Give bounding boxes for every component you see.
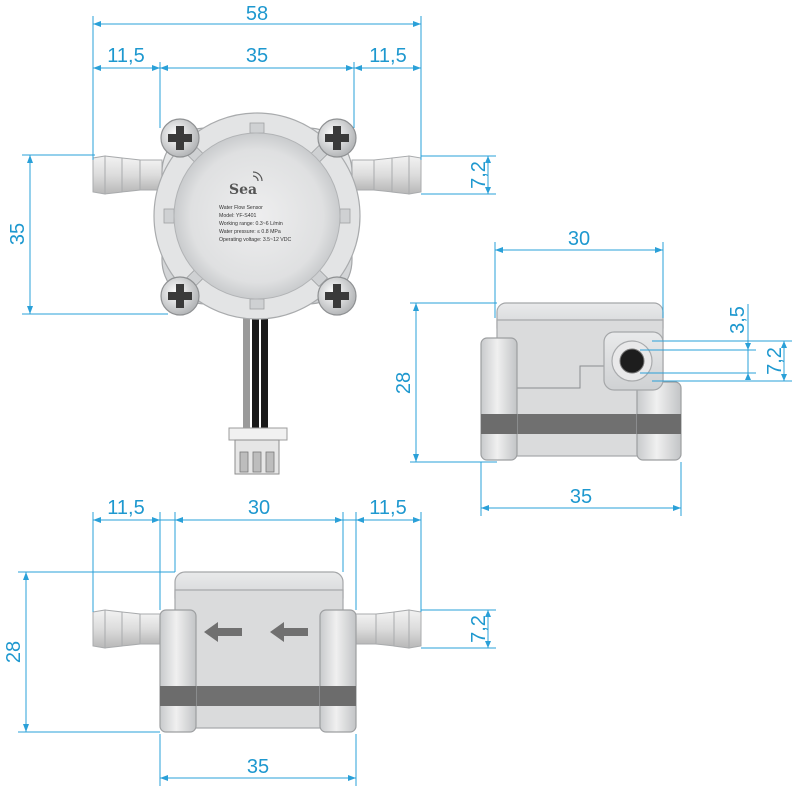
screw-top-right	[317, 118, 357, 158]
label-disc	[173, 132, 341, 300]
front-view: Sea Water Flow Sensor Model: YF-S401 Wor…	[7, 3, 496, 475]
dim-front-port: 7,2	[468, 161, 490, 189]
jst-connector	[228, 427, 288, 475]
left-barb-fitting	[92, 155, 163, 195]
dim-side-inner-hole: 3,5	[727, 306, 749, 334]
dim-right-barb: 11,5	[369, 45, 406, 67]
signal-icon	[252, 171, 263, 182]
label-range: Working range: 0.3~6 L/min	[219, 221, 283, 227]
bottom-band	[175, 686, 343, 706]
side-left-pillar	[480, 337, 518, 461]
sensor-cable	[243, 300, 268, 430]
bottom-view: 11,5 30 11,5 28 7,2 35	[3, 497, 496, 786]
label-title: Water Flow Sensor	[219, 205, 263, 211]
bottom-dimensions: 11,5 30 11,5 28 7,2 35	[3, 497, 496, 786]
sensor-label: Sea Water Flow Sensor Model: YF-S401 Wor…	[219, 171, 291, 243]
right-barb-fitting	[351, 155, 422, 195]
dim-overall-width: 58	[246, 3, 268, 25]
label-pressure: Water pressure: ≤ 0.8 MPa	[219, 229, 281, 235]
side-port-hole	[619, 348, 645, 374]
dim-side-height: 28	[393, 372, 415, 394]
screw-top-left	[160, 118, 200, 158]
brand-logo-text: Sea	[229, 182, 257, 198]
dim-side-port: 7,2	[764, 347, 786, 375]
dim-body-width: 35	[246, 45, 268, 67]
bottom-left-pillar	[159, 609, 197, 733]
dim-left-barb: 11,5	[107, 45, 144, 67]
dim-bottom-port: 7,2	[468, 615, 490, 643]
bottom-body	[174, 589, 344, 729]
flow-arrow-left-icon	[204, 622, 242, 642]
bottom-left-barb	[92, 609, 163, 649]
dim-bottom-body: 30	[248, 497, 270, 519]
dim-side-base-width: 35	[570, 486, 592, 508]
bottom-right-barb	[353, 609, 422, 649]
dim-front-height: 35	[7, 223, 29, 245]
screw-bottom-left	[160, 276, 200, 316]
front-dimensions: 58 11,5 35 11,5 35 7,2	[7, 3, 496, 315]
screw-bottom-right	[317, 276, 357, 316]
dim-bottom-height: 28	[3, 641, 25, 663]
dim-bottom-left-barb: 11,5	[107, 497, 144, 519]
side-band	[497, 414, 663, 434]
dim-bottom-base: 35	[247, 756, 269, 778]
side-dimensions: 30 35 28 3,5 7,2	[393, 228, 792, 516]
side-view: 30 35 28 3,5 7,2	[393, 228, 792, 516]
dim-side-top-width: 30	[568, 228, 590, 250]
bottom-right-pillar	[319, 609, 357, 733]
dim-bottom-right-barb: 11,5	[369, 497, 406, 519]
label-voltage: Operating voltage: 3.5~12 VDC	[219, 237, 291, 243]
flow-arrow-right-icon	[270, 622, 308, 642]
label-model: Model: YF-S401	[219, 213, 257, 219]
